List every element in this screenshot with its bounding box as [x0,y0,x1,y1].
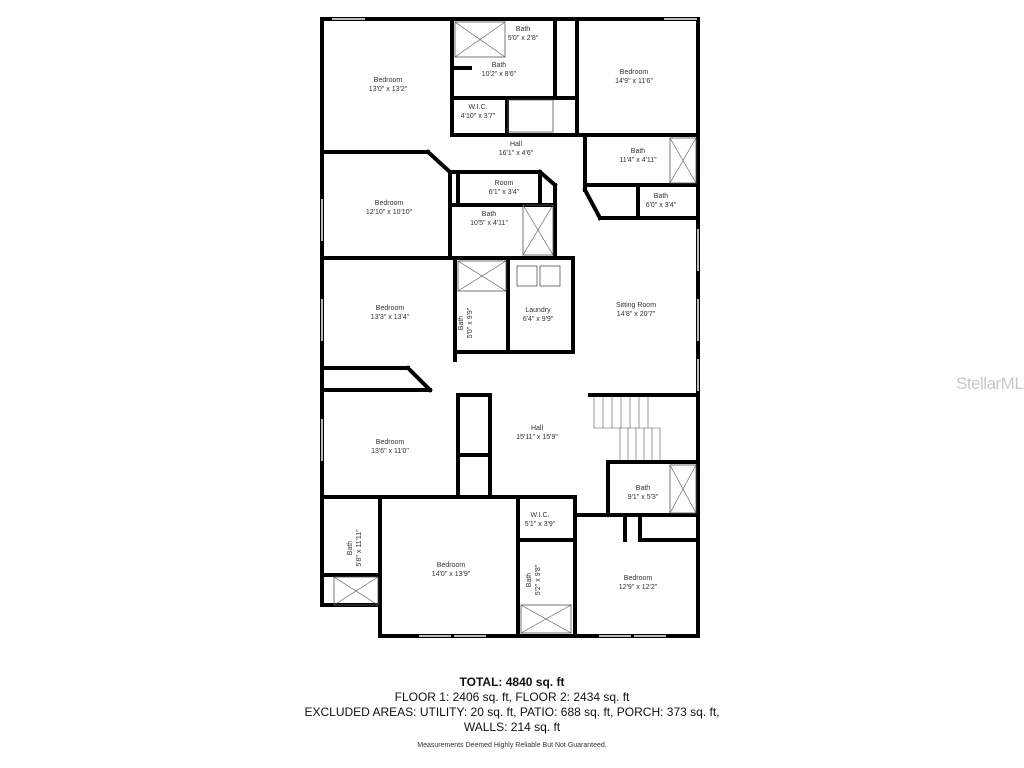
shower-fixture [457,260,507,292]
wall [582,187,603,221]
floor-areas: FLOOR 1: 2406 sq. ft, FLOOR 2: 2434 sq. … [394,690,630,704]
shower-fixture [333,576,379,606]
wall [405,365,433,393]
shower-fixture [669,137,697,184]
shower-fixture [457,260,507,292]
wall [425,149,453,175]
shower-fixture [522,204,554,256]
shower-fixture [669,137,697,184]
shower-fixture [333,576,379,606]
shower-fixture [520,604,572,634]
walls-area: WALLS: 214 sq. ft [463,720,561,734]
room-label-wic-1: W.I.C.4'10" x 3'7" [460,104,496,120]
disclaimer: Measurements Deemed Highly Reliable But … [417,742,607,749]
shower-fixture [669,464,697,514]
shower-fixture [454,21,506,58]
shower-fixture [522,204,554,256]
shower-fixture [454,21,506,58]
excluded-areas: EXCLUDED AREAS: UTILITY: 20 sq. ft, PATI… [304,705,720,719]
room-label-wic-2: W.I.C.5'1" x 3'9" [524,512,556,528]
shower-fixture [520,604,572,634]
watermark: StellarMLS [956,374,1024,393]
wall [537,169,558,188]
washer-fixture [516,265,538,287]
shower-fixture [669,464,697,514]
dryer-fixture [539,265,561,287]
total-area: TOTAL: 4840 sq. ft [459,675,565,689]
bathtub-fixture [507,99,554,133]
